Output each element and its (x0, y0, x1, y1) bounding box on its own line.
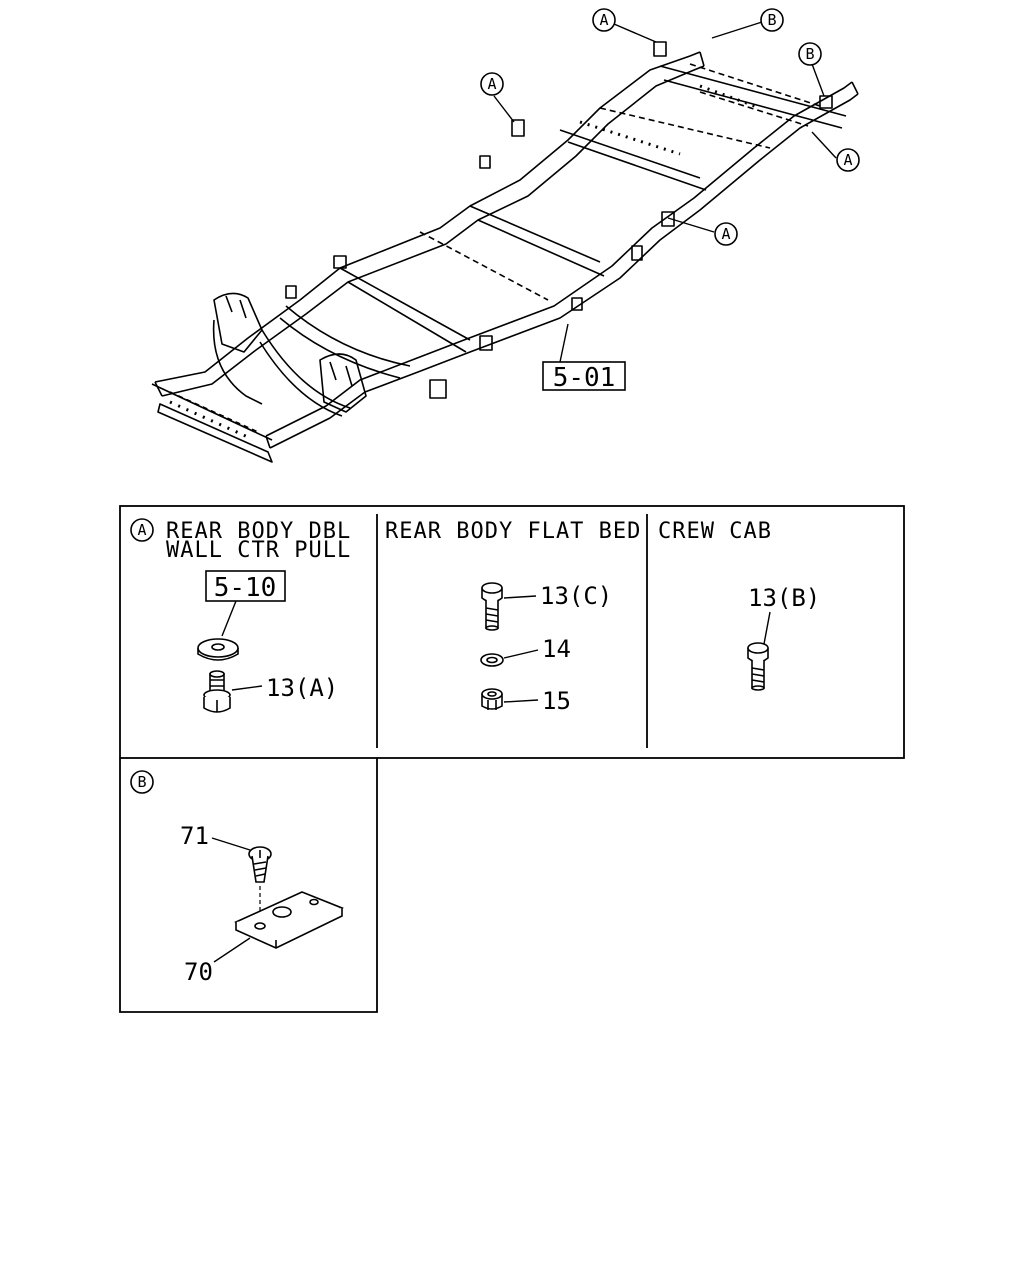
washer-14-part (480, 653, 504, 667)
panel-flat-bed-title: REAR BODY FLAT BED (385, 519, 641, 544)
part-label-15: 15 (542, 687, 571, 715)
panel-a-title-line1: REAR BODY DBL (166, 519, 351, 544)
detail-table-frame (119, 505, 905, 1013)
part-label-13c: 13(C) (540, 582, 612, 610)
svg-text:A: A (137, 521, 146, 539)
bolt-13c-part (481, 582, 503, 631)
panel-b-circle (130, 770, 154, 794)
panel-flat-bed: REAR BODY FLAT BED 13(C) 14 15 (385, 519, 641, 715)
frame-callout-a-4: A (714, 222, 738, 246)
ref-box-5-10[interactable]: 5-10 (205, 570, 286, 603)
svg-text:B: B (137, 773, 146, 791)
svg-text:A: A (487, 75, 496, 93)
panel-a: A REAR BODY DBL WALL CTR PULL 5-10 13(A) (130, 518, 351, 713)
front-crossmember (151, 383, 273, 463)
chassis-frame-illustration (151, 41, 859, 463)
part-label-70: 70 (184, 958, 213, 986)
frame-callout-a-1: A (592, 8, 616, 32)
panel-crew-cab: CREW CAB 13(B) (658, 519, 820, 691)
svg-text:5-01: 5-01 (553, 363, 616, 393)
bolt-13b-part (747, 642, 769, 691)
part-label-14: 14 (542, 635, 571, 663)
svg-text:A: A (599, 11, 608, 29)
bolt-13a-part (203, 670, 231, 713)
panel-a-title-line2: WALL CTR PULL (166, 538, 351, 563)
frame-callout-b-2: B (798, 42, 822, 66)
svg-text:B: B (767, 11, 776, 29)
rear-crossmember (659, 65, 847, 129)
ref-box-5-01[interactable]: 5-01 (542, 361, 626, 393)
panel-a-circle (130, 518, 154, 542)
nut-15-part (481, 688, 503, 710)
svg-text:5-10: 5-10 (214, 573, 277, 603)
frame-leader-lines (493, 21, 837, 363)
part-label-71: 71 (180, 822, 209, 850)
frame-callout-a-3: A (836, 148, 860, 172)
spacer-part (197, 638, 239, 661)
frame-callout-a-2: A (480, 72, 504, 96)
svg-text:A: A (721, 225, 730, 243)
svg-text:B: B (805, 45, 814, 63)
plate-70-part (234, 891, 344, 949)
left-side-rail (154, 51, 701, 383)
panel-crew-cab-title: CREW CAB (658, 519, 772, 544)
frame-callout-b-1: B (760, 8, 784, 32)
panel-b: B 71 70 (130, 770, 344, 986)
part-label-13b: 13(B) (748, 584, 820, 612)
right-side-rail (269, 93, 859, 449)
screw-71-part (248, 846, 272, 883)
svg-text:A: A (843, 151, 852, 169)
part-label-13a: 13(A) (266, 674, 338, 702)
